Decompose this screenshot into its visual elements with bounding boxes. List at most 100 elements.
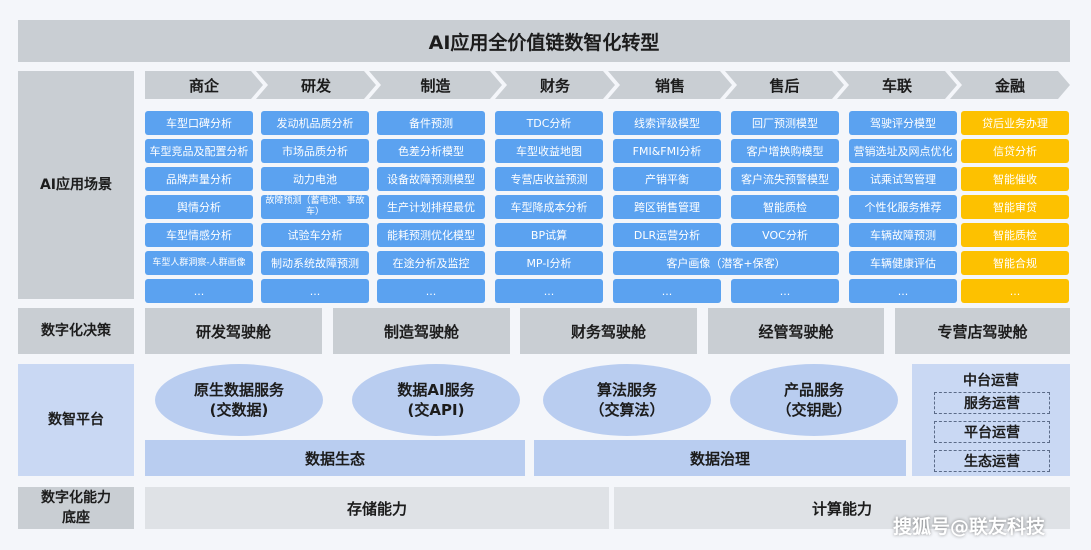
stage-chevron: 售后: [725, 71, 844, 99]
scene-cell: 专营店收益预测: [495, 167, 603, 191]
scene-cell-more: ...: [495, 279, 603, 303]
scene-cell: 回厂预测模型: [731, 111, 839, 135]
scene-cell: 智能质检: [731, 195, 839, 219]
service-data-ai: 数据AI服务 (交API): [352, 364, 520, 436]
scene-cell: 试乘试驾管理: [849, 167, 957, 191]
scene-cell: 智能催收: [961, 167, 1069, 191]
row-label-ai-scene: AI应用场景: [18, 71, 134, 299]
scene-cell: 驾驶评分模型: [849, 111, 957, 135]
service-delivery: (交API): [407, 401, 465, 419]
service-name: 数据AI服务: [397, 381, 475, 399]
service-delivery: （交钥匙）: [776, 401, 852, 419]
scene-cell: 设备故障预测模型: [377, 167, 485, 191]
scene-cell-more: ...: [961, 279, 1069, 303]
scene-cell: 市场品质分析: [261, 139, 369, 163]
cockpit-management: 经管驾驶舱: [708, 308, 884, 354]
scene-cell: 舆情分析: [145, 195, 253, 219]
scene-cell-more: ...: [613, 279, 721, 303]
scene-cell: 车辆健康评估: [849, 251, 957, 275]
scene-cell: DLR运营分析: [613, 223, 721, 247]
scene-cell: 车型收益地图: [495, 139, 603, 163]
row-label-base-line1: 数字化能力: [41, 490, 111, 506]
scene-cell: TDC分析: [495, 111, 603, 135]
service-delivery: (交数据): [209, 401, 269, 419]
operations-title: 中台运营: [963, 373, 1019, 389]
scene-cell: 线索评级模型: [613, 111, 721, 135]
scene-column-manufacturing: 备件预测 色差分析模型 设备故障预测模型 生产计划排程最优 能耗预测优化模型 在…: [377, 111, 485, 303]
scene-cell: 车型人群洞察-人群画像: [145, 251, 253, 275]
stage-chevron: 车联: [837, 71, 957, 99]
scene-cell: 故障预测（蓄电池、事故车）: [261, 195, 369, 219]
stage-chevron: 制造: [369, 71, 502, 99]
scene-cell-more: ...: [145, 279, 253, 303]
stage-chevron: 金融: [950, 71, 1070, 99]
stage-chevron: 商企: [145, 71, 263, 99]
ops-ecology: 生态运营: [934, 450, 1050, 472]
scene-column-after-sales: 回厂预测模型 客户增换购模型 客户流失预警模型 智能质检 VOC分析 ...: [731, 111, 839, 303]
scene-column-iov: 驾驶评分模型 营销选址及网点优化 试乘试驾管理 个性化服务推荐 车辆故障预测 车…: [849, 111, 957, 303]
scene-cell: 智能质检: [961, 223, 1069, 247]
scene-cell: 贷后业务办理: [961, 111, 1069, 135]
data-ecology-bar: 数据生态: [145, 440, 525, 476]
scene-cell: 车辆故障预测: [849, 223, 957, 247]
scene-cell: 制动系统故障预测: [261, 251, 369, 275]
compute-capability: 计算能力: [614, 487, 1070, 529]
scene-cell: 智能审贷: [961, 195, 1069, 219]
row-label-base-line2: 底座: [62, 510, 90, 526]
scene-column-rnd: 发动机品质分析 市场品质分析 动力电池 故障预测（蓄电池、事故车） 试验车分析 …: [261, 111, 369, 303]
scene-cell: 车型降成本分析: [495, 195, 603, 219]
stage-chevron: 研发: [256, 71, 376, 99]
scene-cell: 在途分析及监控: [377, 251, 485, 275]
scene-cell: BP试算: [495, 223, 603, 247]
scene-cell: 品牌声量分析: [145, 167, 253, 191]
scene-cell: VOC分析: [731, 223, 839, 247]
scene-column-finance-dept: TDC分析 车型收益地图 专营店收益预测 车型降成本分析 BP试算 MP-I分析…: [495, 111, 603, 303]
stage-chevron: 销售: [608, 71, 732, 99]
scene-cell: MP-I分析: [495, 251, 603, 275]
scene-cell: 色差分析模型: [377, 139, 485, 163]
scene-cell: 信贷分析: [961, 139, 1069, 163]
page-title: AI应用全价值链数智化转型: [18, 20, 1070, 62]
scene-cell-more: ...: [849, 279, 957, 303]
scene-cell: 能耗预测优化模型: [377, 223, 485, 247]
scene-cell: 营销选址及网点优化: [849, 139, 957, 163]
scene-cell: 车型竞品及配置分析: [145, 139, 253, 163]
cockpit-dealer: 专营店驾驶舱: [895, 308, 1070, 354]
scene-column-business: 车型口碑分析 车型竞品及配置分析 品牌声量分析 舆情分析 车型情感分析 车型人群…: [145, 111, 253, 303]
scene-cell: 发动机品质分析: [261, 111, 369, 135]
service-product: 产品服务 （交钥匙）: [730, 364, 898, 436]
scene-cell: 客户流失预警模型: [731, 167, 839, 191]
scene-column-financing: 贷后业务办理 信贷分析 智能催收 智能审贷 智能质检 智能合规 ...: [961, 111, 1069, 303]
service-algorithm: 算法服务 （交算法）: [543, 364, 711, 436]
service-delivery: （交算法）: [589, 401, 665, 419]
scene-cell: 动力电池: [261, 167, 369, 191]
scene-cell-more: ...: [261, 279, 369, 303]
ops-platform: 平台运营: [934, 421, 1050, 443]
service-name: 原生数据服务: [193, 381, 284, 399]
service-name: 产品服务: [783, 381, 844, 399]
cockpit-rnd: 研发驾驶舱: [145, 308, 322, 354]
scene-cell-more: ...: [377, 279, 485, 303]
service-native-data: 原生数据服务 (交数据): [155, 364, 323, 436]
watermark: 搜狐号@联友科技: [893, 516, 1046, 538]
customer-profile-cell: 客户画像（潜客+保客）: [613, 251, 839, 275]
service-name: 算法服务: [596, 381, 657, 399]
cockpit-manufacturing: 制造驾驶舱: [333, 308, 510, 354]
scene-cell: 智能合规: [961, 251, 1069, 275]
scene-cell: 备件预测: [377, 111, 485, 135]
scene-column-sales: 线索评级模型 FMI&FMI分析 产销平衡 跨区销售管理 DLR运营分析 ...: [613, 111, 721, 303]
scene-cell: 产销平衡: [613, 167, 721, 191]
scene-cell: 生产计划排程最优: [377, 195, 485, 219]
row-label-base: 数字化能力 底座: [18, 487, 134, 529]
scene-cell: 试验车分析: [261, 223, 369, 247]
scene-cell: 车型口碑分析: [145, 111, 253, 135]
data-governance-bar: 数据治理: [534, 440, 906, 476]
row-label-platform: 数智平台: [18, 364, 134, 476]
scene-cell: FMI&FMI分析: [613, 139, 721, 163]
ops-service: 服务运营: [934, 392, 1050, 414]
cockpit-finance: 财务驾驶舱: [520, 308, 697, 354]
scene-cell: 跨区销售管理: [613, 195, 721, 219]
operations-panel: [912, 364, 1070, 476]
stage-chevron: 财务: [495, 71, 615, 99]
scene-cell: 个性化服务推荐: [849, 195, 957, 219]
